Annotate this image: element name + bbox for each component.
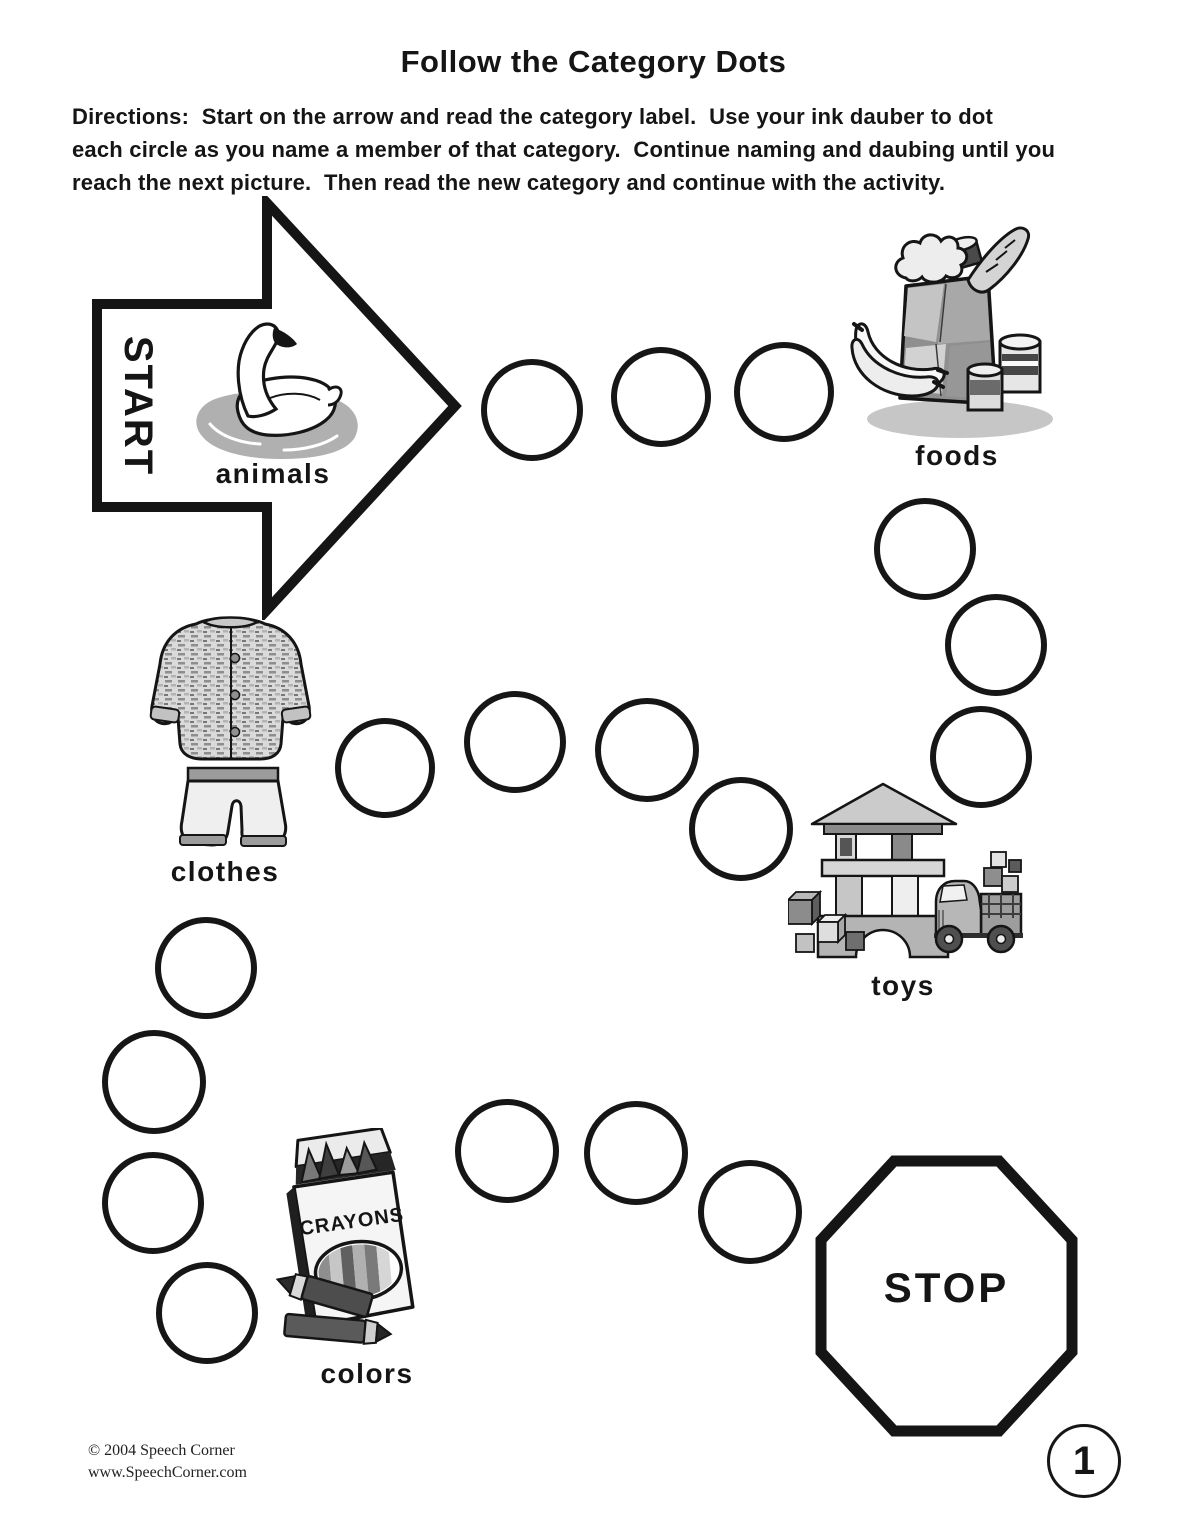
category-dot-2[interactable]	[611, 347, 711, 447]
groceries-illustration	[850, 226, 1053, 438]
category-dot-10[interactable]	[335, 718, 435, 818]
website-url: www.SpeechCorner.com	[88, 1464, 247, 1481]
category-dot-16[interactable]	[584, 1101, 688, 1205]
directions-line: reach the next picture. Then read the ne…	[72, 170, 946, 195]
category-dot-13[interactable]	[102, 1152, 204, 1254]
category-dot-6[interactable]	[930, 706, 1032, 808]
category-label-foods: foods	[915, 440, 999, 471]
stop-sign	[815, 1155, 1078, 1437]
category-label-animals: animals	[215, 458, 331, 489]
category-dot-9[interactable]	[464, 691, 566, 793]
category-dot-14[interactable]	[156, 1262, 258, 1364]
category-dot-5[interactable]	[945, 594, 1047, 696]
category-dot-12[interactable]	[102, 1030, 206, 1134]
swan-illustration	[196, 322, 358, 459]
page-number-badge: 1	[1047, 1424, 1121, 1498]
category-label-clothes: clothes	[170, 856, 280, 887]
page-number: 1	[1072, 1438, 1096, 1483]
copyright-line: © 2004 Speech Corner	[88, 1442, 235, 1459]
category-dot-1[interactable]	[481, 359, 583, 461]
category-dot-4[interactable]	[874, 498, 976, 600]
crayons-illustration: CRAYONS	[275, 1128, 415, 1345]
category-dot-11[interactable]	[155, 917, 257, 1019]
category-dot-3[interactable]	[734, 342, 834, 442]
category-dot-7[interactable]	[689, 777, 793, 881]
category-dot-15[interactable]	[455, 1099, 559, 1203]
stop-label: STOP	[883, 1264, 1010, 1311]
page-title: Follow the Category Dots	[400, 44, 787, 79]
category-label-colors: colors	[320, 1358, 414, 1389]
category-label-toys: toys	[871, 970, 935, 1001]
category-dot-17[interactable]	[698, 1160, 802, 1264]
toys-illustration	[788, 782, 1023, 959]
copyright-notice: © 2004 Speech Corner www.SpeechCorner.co…	[88, 1440, 247, 1484]
directions-line: Directions: Start on the arrow and read …	[72, 104, 993, 129]
directions-text: Directions: Start on the arrow and read …	[72, 100, 1162, 199]
category-dot-8[interactable]	[595, 698, 699, 802]
clothes-illustration	[149, 616, 312, 847]
directions-line: each circle as you name a member of that…	[72, 137, 1056, 162]
